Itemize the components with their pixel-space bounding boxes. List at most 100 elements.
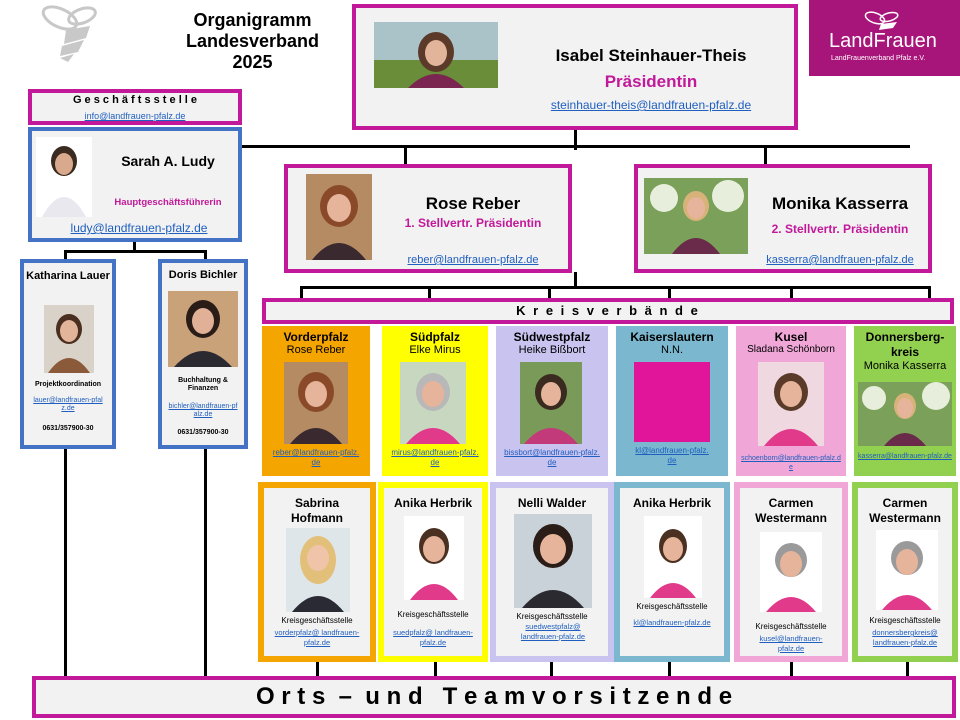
vp2-name: Monika Kasserra [771,194,909,213]
staff-photo [168,291,238,367]
office-person-email-link[interactable]: vorderpfalz@ landfrauen-pfalz.de [274,628,360,647]
president-email-link[interactable]: steinhauer-theis@landfrauen-pfalz.de [550,98,752,112]
district-office-card: Anika Herbrik Kreisgeschäftsstelle suedp… [378,482,488,662]
office-box: G e s c h ä f t s s t e l l e info@landf… [28,89,242,125]
office-email-link[interactable]: info@landfrauen-pfalz.de [84,111,186,121]
district-chair-email-link[interactable]: kl@landfrauen-pfalz.de [635,446,709,465]
title-line-1: Organigramm [193,10,312,30]
district-chair-card: Südpfalz Elke Mirus mirus@landfrauen-pfa… [382,326,488,476]
district-chair-photo [284,362,348,444]
office-person-photo [760,532,822,612]
office-label: G e s c h ä f t s s t e l l e [72,94,198,106]
district-office-card: Nelli Walder Kreisgeschäftsstelle suedwe… [490,482,614,662]
office-person-email-link[interactable]: kusel@landfrauen-pfalz.de [759,634,823,653]
staff-phone: 0631/357900-30 [177,429,229,436]
manager-role: Hauptgeschäftsführerin [114,197,222,208]
district-chair-email-link[interactable]: reber@landfrauen-pfalz.de [272,448,360,467]
office-person-photo [286,528,350,612]
manager-card: Sarah A. Ludy Hauptgeschäftsführerin lud… [28,127,242,242]
manager-name: Sarah A. Ludy [121,153,215,169]
staff-phone: 0631/357900-30 [42,425,94,432]
office-person-name: Anika Herbrik [632,496,712,510]
district-chair: Heike Bißbort [518,344,586,356]
district-region: Donnersberg-kreis [865,330,945,359]
office-person-name: Carmen Westermann [755,496,827,525]
staff-card: Katharina Lauer Projektkoordination laue… [20,259,116,449]
staff-role: Projektkoordination [34,381,102,388]
district-chair-photo [758,362,824,446]
district-chair-email-link[interactable]: mirus@landfrauen-pfalz.de [391,448,479,467]
district-chair-card: Donnersberg-kreis Monika Kasserra kasser… [854,326,956,476]
connector-tick [428,286,431,300]
connector-footer [434,660,437,678]
office-person-name: Sabrina Hofmann [291,496,343,525]
connector-footer [668,660,671,678]
office-person-email-link[interactable]: kl@landfrauen-pfalz.de [633,618,711,627]
president-card: Isabel Steinhauer-Theis Präsidentin stei… [352,4,798,130]
connector-staff-left [64,448,67,678]
connector-footer [790,660,793,678]
staff-photo [44,305,94,373]
kreisverbaende-label: K r e i s v e r b ä n d e [516,303,700,318]
district-chair-card: Vorderpfalz Rose Reber reber@landfrauen-… [262,326,370,476]
district-chair-email-link[interactable]: schoenborn@landfrauen-pfalz.de [741,455,841,471]
title-line-3: 2025 [232,52,273,72]
connector-staff-up-right [204,250,207,262]
connector-tick [790,286,793,300]
office-person-photo [644,516,702,598]
manager-photo [36,137,92,217]
district-region: Kusel [774,330,808,344]
district-chair-card: Kusel Sladana Schönborn schoenborn@landf… [736,326,846,476]
staff-email-link[interactable]: bichler@landfrauen-pfalz.de [168,403,238,418]
connector-footer [316,660,319,678]
office-person-email-link[interactable]: suedwestpfalz@ landfrauen-pfalz.de [520,622,586,641]
district-chair-photo [858,382,952,446]
staff-email-link[interactable]: lauer@landfrauen-pfalz.de [33,397,103,412]
district-region: Vorderpfalz [283,330,349,344]
connector-manager-down [133,242,136,252]
office-person-email-link[interactable]: suedpfalz@ landfrauen-pfalz.de [393,628,473,647]
manager-email-link[interactable]: ludy@landfrauen-pfalz.de [70,221,208,235]
staff-card: Doris Bichler Buchhaltung & Finanzen bic… [158,259,248,449]
district-chair: Elke Mirus [409,344,461,356]
office-person-photo [514,514,592,608]
vp2-email-link[interactable]: kasserra@landfrauen-pfalz.de [766,254,914,266]
vp1-card: Rose Reber 1. Stellvertr. Präsidentin re… [284,164,572,273]
vp1-email-link[interactable]: reber@landfrauen-pfalz.de [407,254,539,266]
connector-vp2-up [764,145,767,165]
president-role: Präsidentin [604,72,698,91]
title-line-2: Landesverband [185,31,320,51]
connector-footer [550,660,553,678]
district-chair: Sladana Schönborn [747,344,835,355]
connector-vp1-up [404,145,407,165]
district-office-card: Anika Herbrik Kreisgeschäftsstelle kl@la… [614,482,730,662]
district-chair-email-link[interactable]: bissbort@landfrauen-pfalz.de [504,448,600,467]
president-name: Isabel Steinhauer-Theis [555,46,747,65]
logo-text-land: Land [829,30,874,52]
vp1-role: 1. Stellvertr. Präsidentin [404,216,542,230]
district-chair-photo [520,362,582,444]
office-person-name: Carmen Westermann [869,496,941,525]
office-person-email-link[interactable]: donnersbergkreis@ landfrauen-pfalz.de [872,628,938,647]
office-person-photo [876,530,938,610]
office-person-role: Kreisgeschäftsstelle [755,622,827,631]
district-chair-card: Kaiserslautern N.N. kl@landfrauen-pfalz.… [616,326,728,476]
office-person-role: Kreisgeschäftsstelle [869,616,941,625]
footer-label: O r t s – u n d T e a m v o r s i t z e … [255,683,733,710]
office-person-role: Kreisgeschäftsstelle [281,616,353,625]
office-person-role: Kreisgeschäftsstelle [636,602,708,611]
district-chair-email-link[interactable]: kasserra@landfrauen-pfalz.de [858,453,952,460]
connector-footer [906,660,909,678]
district-chair-card: Südwestpfalz Heike Bißbort bissbort@land… [496,326,608,476]
bee-icon [38,4,102,64]
kreisverbaende-bar: K r e i s v e r b ä n d e [262,298,954,324]
district-chair: Rose Reber [286,344,346,356]
staff-name: Doris Bichler [168,269,238,281]
vp1-name: Rose Reber [425,194,521,213]
office-person-role: Kreisgeschäftsstelle [516,612,588,621]
office-person-name: Nelli Walder [517,496,587,510]
district-office-card: Carmen Westermann Kreisgeschäftsstelle d… [852,482,958,662]
office-person-role: Kreisgeschäftsstelle [397,610,469,619]
district-chair: N.N. [661,344,683,356]
office-person-name: Anika Herbrik [393,496,473,510]
